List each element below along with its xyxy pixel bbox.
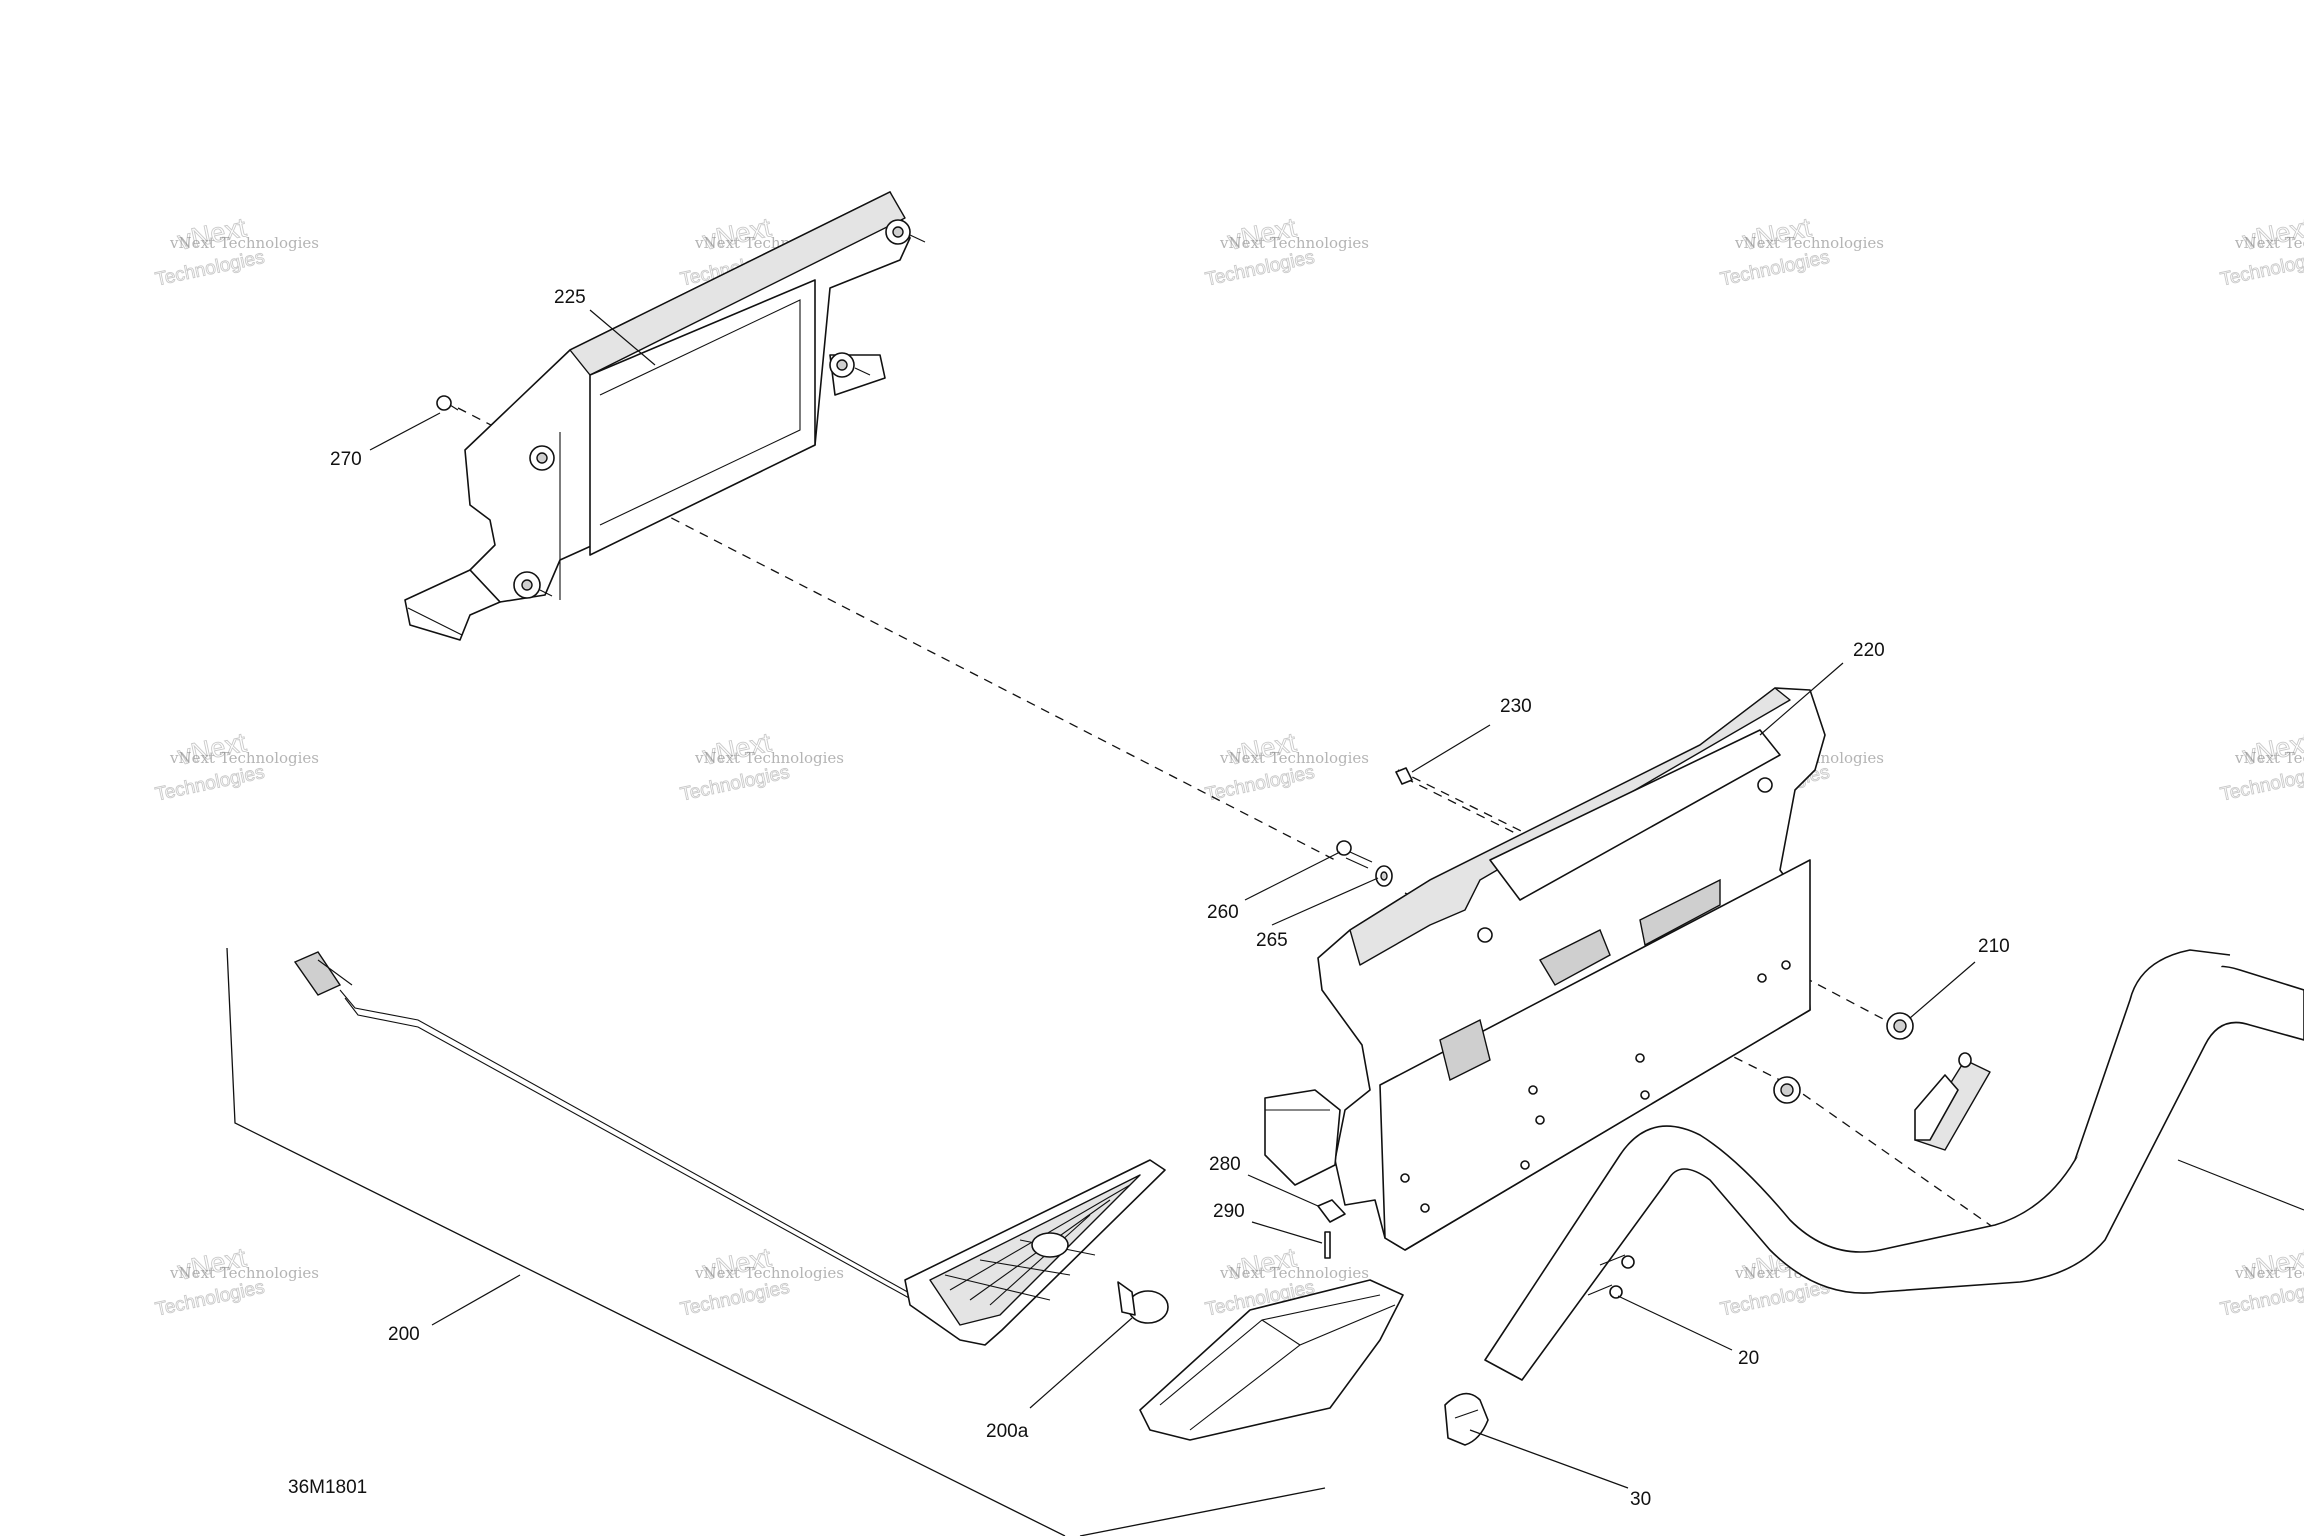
svg-text:Technologies: Technologies: [154, 1277, 267, 1321]
svg-text:Technologies: Technologies: [154, 762, 267, 806]
part-265-washer[interactable]: [1375, 865, 1393, 887]
svg-text:vNext Technologies: vNext Technologies: [694, 749, 844, 767]
callout-290[interactable]: 290: [1213, 1201, 1245, 1222]
svg-text:Technologies: Technologies: [1204, 247, 1317, 291]
part-210-grommet[interactable]: [1773, 1012, 1914, 1104]
callout-labels: 225 270 220 230 260 265 210 280 290 200 …: [330, 287, 2010, 1510]
callout-210[interactable]: 210: [1978, 936, 2010, 957]
svg-text:vNext Technologies: vNext Technologies: [2234, 749, 2304, 767]
svg-text:Technologies: Technologies: [679, 1277, 792, 1321]
callout-225[interactable]: 225: [554, 287, 586, 308]
watermark: vNext Technologies vNext Technologies: [153, 1242, 319, 1321]
part-230-clip[interactable]: [1395, 767, 1413, 785]
part-20-bolt[interactable]: [1587, 1254, 1635, 1299]
callout-265[interactable]: 265: [1256, 930, 1288, 951]
part-260-screw[interactable]: [1336, 840, 1373, 869]
svg-text:Technologies: Technologies: [2219, 1277, 2304, 1321]
svg-text:vNext Technologies: vNext Technologies: [2234, 1264, 2304, 1282]
svg-text:vNext Technologies: vNext Technologies: [169, 749, 319, 767]
svg-text:Technologies: Technologies: [1204, 762, 1317, 806]
watermark: vNext Technologies vNext Technologies: [2218, 1242, 2304, 1321]
svg-text:vNext Technologies: vNext Technologies: [1219, 749, 1369, 767]
watermark: vNext Technologies vNext Technologies: [1718, 212, 1884, 291]
watermark: vNext Technologies vNext Technologies: [2218, 727, 2304, 806]
diagram-reference-code: 36M1801: [288, 1477, 367, 1498]
part-200-lamp-harness[interactable]: [293, 951, 1166, 1346]
callout-30[interactable]: 30: [1630, 1489, 1651, 1510]
part-200a-bulb[interactable]: [1117, 1281, 1169, 1324]
watermark: vNext Technologies vNext Technologies: [1203, 727, 1369, 806]
watermark: vNext Technologies vNext Technologies: [678, 727, 844, 806]
svg-text:vNext Technologies: vNext Technologies: [1219, 1264, 1369, 1282]
callout-200a[interactable]: 200a: [986, 1421, 1029, 1442]
svg-text:vNext Technologies: vNext Technologies: [2234, 234, 2304, 252]
lamp-lens[interactable]: [1139, 1279, 1404, 1441]
part-225-bracket[interactable]: [404, 191, 926, 641]
watermark: vNext Technologies vNext Technologies: [678, 1242, 844, 1321]
svg-text:Technologies: Technologies: [1719, 247, 1832, 291]
callout-200[interactable]: 200: [388, 1324, 420, 1345]
svg-text:Technologies: Technologies: [1719, 1277, 1832, 1321]
svg-text:Technologies: Technologies: [2219, 247, 2304, 291]
svg-text:Technologies: Technologies: [154, 247, 267, 291]
callout-230[interactable]: 230: [1500, 696, 1532, 717]
callout-260[interactable]: 260: [1207, 902, 1239, 923]
svg-text:vNext Technologies: vNext Technologies: [169, 234, 319, 252]
part-280-nut[interactable]: [1317, 1199, 1346, 1223]
callout-270[interactable]: 270: [330, 449, 362, 470]
part-270-plug[interactable]: [436, 395, 459, 411]
watermark: vNext Technologies vNext Technologies: [1203, 212, 1369, 291]
svg-text:vNext Technologies: vNext Technologies: [1734, 234, 1884, 252]
watermark: vNext Technologies vNext Technologies: [153, 727, 319, 806]
part-290-bolt[interactable]: [1324, 1231, 1331, 1259]
leader-lines: [369, 309, 2304, 1489]
watermark: vNext Technologies vNext Technologies: [2218, 212, 2304, 291]
part-30-end-cap[interactable]: [1444, 1392, 1489, 1446]
watermark: vNext Technologies vNext Technologies: [153, 212, 319, 291]
svg-text:vNext Technologies: vNext Technologies: [694, 1264, 844, 1282]
callout-220[interactable]: 220: [1853, 640, 1885, 661]
svg-text:Technologies: Technologies: [2219, 762, 2304, 806]
callout-20[interactable]: 20: [1738, 1348, 1759, 1369]
callout-280[interactable]: 280: [1209, 1154, 1241, 1175]
part-220-housing[interactable]: [1264, 687, 1826, 1251]
svg-text:vNext Technologies: vNext Technologies: [169, 1264, 319, 1282]
assembly-frame-lines: [226, 947, 1326, 1536]
svg-text:vNext Technologies: vNext Technologies: [1219, 234, 1369, 252]
svg-text:Technologies: Technologies: [679, 762, 792, 806]
handlebar-assembly[interactable]: [1484, 949, 2304, 1381]
